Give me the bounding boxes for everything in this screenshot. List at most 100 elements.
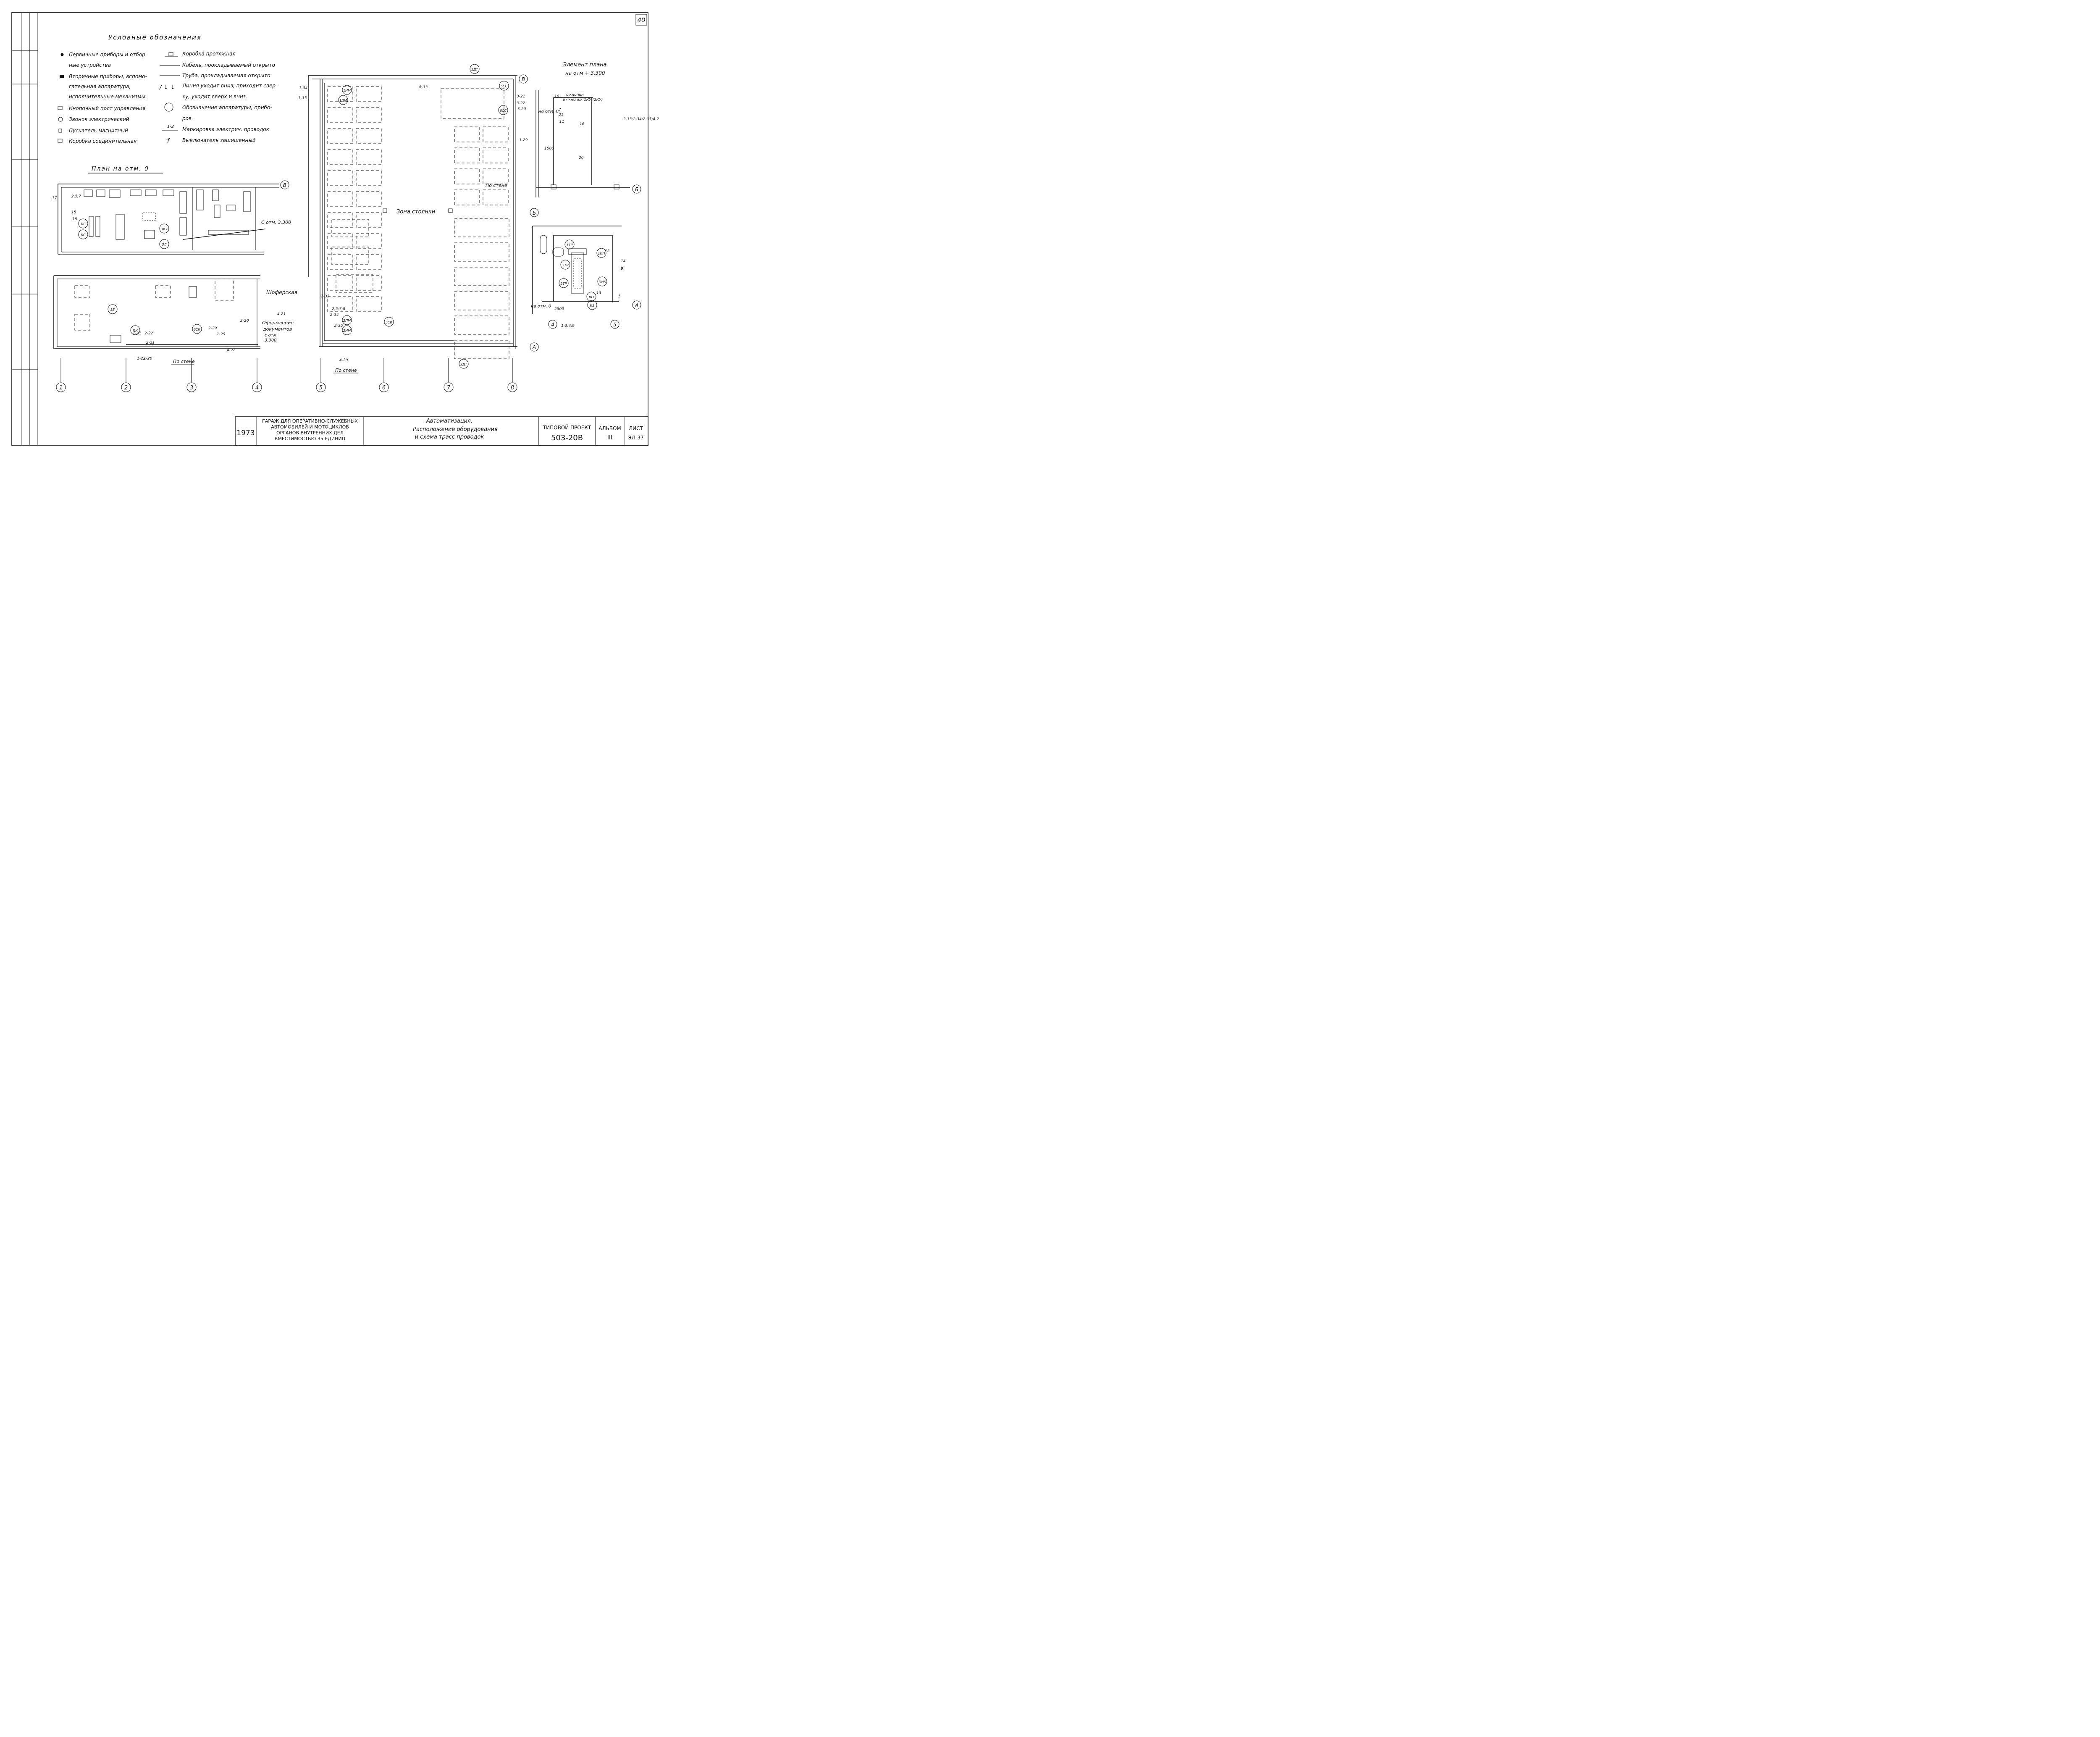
wire-mark: 3-22 (517, 101, 525, 105)
legend-right-3: Линия уходит вниз, приходит свер- (182, 83, 277, 89)
legend-left-0: Первичные приборы и отбор (69, 52, 145, 58)
axis-label: 2 (124, 385, 128, 391)
parking-place (356, 233, 382, 249)
wire-mark: 2-29 (208, 326, 217, 331)
wire-mark: 4-21 (277, 312, 286, 316)
parking-place (327, 275, 353, 291)
wire-mark: 2500 (554, 307, 564, 311)
wire-mark: 2-33 (321, 294, 330, 299)
parking-place (483, 126, 509, 142)
axis-label: 3 (190, 385, 193, 391)
wire-mark: 1;3;4;9 (561, 324, 575, 328)
device-ПН5: ПН5 (597, 276, 607, 286)
label-docs-3: с отм. (265, 333, 278, 338)
starter-symbol (58, 129, 62, 133)
wire-mark: 2,5,7 (71, 194, 81, 199)
wire-mark: 13 (596, 291, 601, 295)
parking-place (331, 247, 369, 265)
project-year: 1973 (236, 429, 255, 437)
axis-label: 6 (382, 385, 386, 391)
wire-mark: 2-34 (330, 313, 339, 317)
album-label: АЛЬБОМ (598, 426, 621, 431)
wire-mark: 3-21 (517, 95, 525, 99)
plan-zero-lower: Шоферская Оформление документов с отм. 3… (53, 275, 297, 365)
device-label: 2ДТ (460, 363, 467, 366)
drawing-sheet: 40 Условные обозначения Первичные прибор… (11, 12, 659, 446)
wire-mark: 4-22 (227, 348, 236, 352)
element-plan-title-2: на отм + 3.300 (565, 70, 605, 76)
parking-place (356, 128, 382, 144)
row-axis-label: А (532, 344, 536, 350)
parking-place (327, 149, 353, 165)
device-3КУ: 3КУ (159, 223, 169, 234)
axis-label: 4 (551, 322, 554, 328)
wire-mark: 21 (559, 113, 563, 117)
legend-left-5: Кнопочный пост управления (69, 105, 145, 111)
sheet-code: ЭЛ-37 (628, 435, 643, 441)
pull-box-symbol (168, 52, 173, 56)
wire-mark: 7 (559, 108, 561, 112)
axis-8: 8 (507, 358, 517, 392)
label-docs-4: 3.300 (265, 338, 277, 343)
wire-mark: 15 (71, 210, 76, 215)
wire-mark: 1-34 (299, 86, 308, 90)
label-from-buttons-2: от кнопок 1КУ (2КУ) (563, 98, 603, 102)
wire-mark: 1-22 (137, 357, 146, 361)
label-docs-1: Оформление (262, 320, 294, 326)
legend-right-2: Труба, прокладываемая открыто (182, 73, 270, 79)
parking-place (454, 291, 509, 310)
project-title-2: АВТОМОБИЛЕЙ И МОТОЦИКЛОВ (271, 424, 349, 430)
label-level0-a: на отм. 0 (538, 109, 559, 114)
parking-place (454, 218, 509, 237)
device-2ИМ: 2ИМ (342, 325, 352, 335)
legend-left-7: Пускатель магнитный (69, 128, 128, 134)
label-from-buttons-1: с кнопки (566, 93, 584, 97)
device-6СС: 6СС (498, 105, 508, 115)
drawing-title-2: Расположение оборудования (413, 426, 498, 433)
plan-zero-title: План на отм. 0 (92, 166, 149, 172)
device-ЛС: ЛС (78, 218, 88, 229)
device-1ДТ: 1ДТ (470, 64, 480, 74)
parking-boxes (327, 86, 509, 359)
axis-5: 5 (316, 358, 326, 392)
title-block (235, 416, 648, 446)
device-label: 1ТР (567, 243, 573, 247)
parking-place (356, 254, 382, 270)
sheet-label: ЛИСТ (629, 426, 643, 431)
device-1ПМ: 1ПМ (338, 95, 348, 105)
parking-place (327, 212, 353, 228)
bell-symbol (58, 117, 63, 122)
device-КС: КС (78, 229, 88, 239)
label-level0-b: на отм. 0 (531, 304, 551, 309)
parking-place (441, 88, 504, 119)
parking-place (454, 126, 480, 142)
device-label: ЛС (80, 222, 86, 226)
device-label: 3Б (110, 308, 115, 312)
parking-place (336, 274, 373, 293)
parking-place (454, 189, 480, 205)
project-title-1: ГАРАЖ ДЛЯ ОПЕРАТИВНО-СЛУЖЕБНЫХ (262, 418, 358, 424)
project-number: 503-20В (551, 434, 583, 442)
axis-3: 3 (186, 358, 197, 392)
device-label: КС (81, 233, 86, 237)
device-6СК: 6СК (192, 324, 202, 334)
apparatus-symbol (164, 102, 173, 112)
device-3ТР: 3ТР (560, 260, 570, 270)
device-label: КО (589, 295, 594, 299)
line-direction-symbol: / ↓ ↓ (159, 84, 175, 91)
parking-place (483, 147, 509, 163)
axis-1: 1 (56, 358, 66, 392)
device-label: 1ИМ (343, 89, 351, 92)
axis-7: 7 (444, 358, 454, 392)
wire-mark: 10 (554, 95, 559, 99)
device-label: 5СС (501, 84, 508, 88)
wire-mark: 4-20 (339, 358, 348, 363)
device-ПК: ПК (130, 325, 140, 335)
legend-right-7: Маркировка электрич. проводок (182, 126, 270, 132)
legend-left-4: исполнительные механизмы. (69, 94, 147, 100)
device-1ИМ: 1ИМ (342, 85, 352, 95)
parking-place (454, 242, 509, 262)
row-axis-А: А (530, 342, 539, 352)
parking-place (356, 149, 382, 165)
wire-mark: 1-20 (144, 357, 152, 361)
